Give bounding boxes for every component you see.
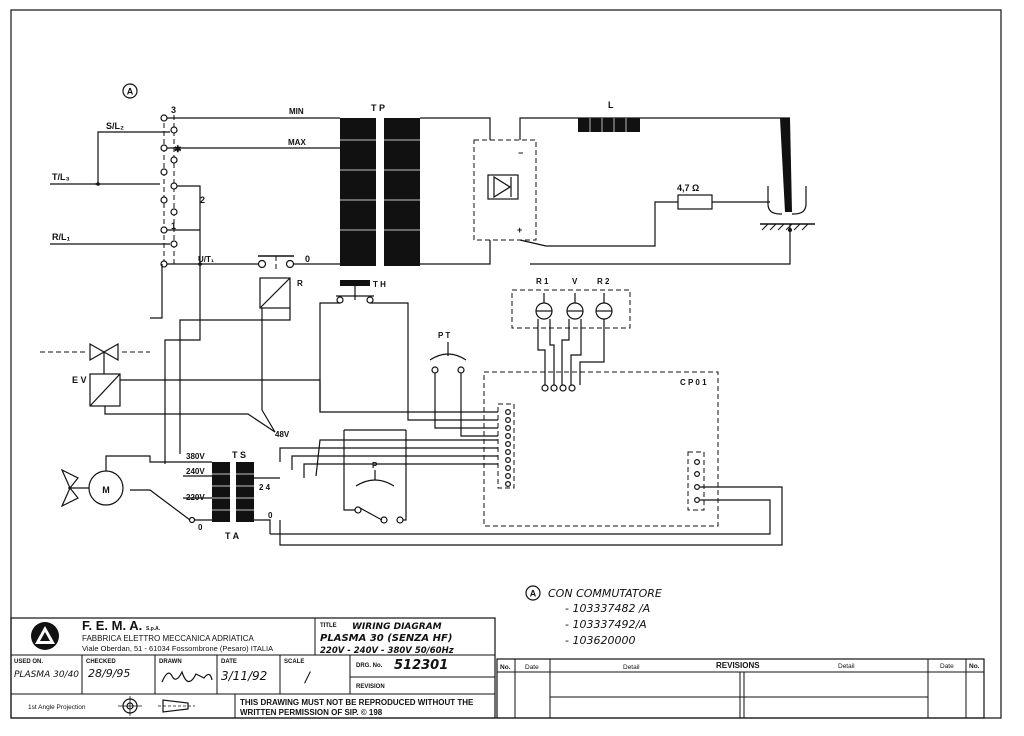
svg-text:−: − (518, 148, 523, 158)
rev-col-no-2: No. (969, 663, 980, 670)
fema-logo (31, 622, 59, 650)
svg-text:T S: T S (232, 450, 246, 460)
svg-text:P T: P T (438, 331, 450, 340)
used-on-value: PLASMA 30/40 (14, 670, 79, 680)
company-name: F. E. M. A. (82, 618, 142, 633)
solenoid-valve-ev: E V (40, 342, 321, 433)
svg-text:T P: T P (371, 103, 385, 113)
thermostat-th: T H (319, 280, 498, 421)
drawn-signature (161, 670, 213, 683)
svg-text:1: 1 (171, 221, 176, 231)
control-board-cp01: C P 0 1 (270, 371, 783, 546)
svg-text:R 1: R 1 (536, 277, 549, 286)
warning-line-2: WRITTEN PERMISSION OF SIP. © 198 (240, 708, 383, 717)
revisions-header: REVISIONS (716, 661, 760, 670)
rev-col-date: Date (525, 664, 539, 671)
svg-text:2 4: 2 4 (259, 483, 271, 492)
svg-text:R 2: R 2 (597, 277, 610, 286)
svg-text:4,7 Ω: 4,7 Ω (677, 183, 699, 193)
svg-text:MIN: MIN (289, 107, 304, 116)
svg-text:T A: T A (225, 531, 240, 541)
svg-text:P: P (372, 461, 378, 470)
svg-text:A: A (127, 87, 134, 97)
revisions-table: No. Date Detail REVISIONS Detail Date No… (496, 658, 985, 719)
rev-col-date-2: Date (940, 663, 954, 670)
svg-text:✱: ✱ (174, 144, 182, 154)
rev-col-detail-2: Detail (838, 663, 855, 670)
svg-text:MAX: MAX (288, 138, 306, 147)
title-line-2: PLASMA 30 (SENZA HF) (320, 633, 452, 644)
inductor-l: L (578, 100, 640, 132)
title-line-1: WIRING DIAGRAM (352, 622, 442, 632)
svg-text:- 103620000: - 103620000 (565, 634, 635, 647)
svg-text:R: R (297, 279, 303, 288)
scale-value: / (303, 670, 311, 686)
fan-motor: M (60, 455, 183, 508)
scale-label: SCALE (284, 659, 304, 665)
drawn-label: DRAWN (159, 659, 182, 665)
svg-text:E V: E V (72, 375, 87, 385)
company-suffix: S.p.A. (146, 626, 161, 632)
svg-text:A: A (530, 589, 537, 599)
resistor-4-7-ohm: 4,7 Ω (677, 183, 770, 210)
title-label: TITLE (320, 623, 337, 629)
rectifier-bridge: − + (473, 117, 790, 247)
potentiometers: R 1 V R 2 (511, 277, 631, 392)
company-full-name: FABBRICA ELETTRO MECCANICA ADRIATICA (82, 634, 255, 643)
svg-text:+: + (517, 225, 522, 235)
company-address: Viale Oberdan, 51 - 61034 Fossombrone (P… (82, 644, 273, 653)
svg-text:220V: 220V (186, 493, 205, 502)
svg-text:0: 0 (305, 254, 310, 264)
aux-transformer-ts: 380V 240V 220V T S T A 2 4 0 0 (130, 450, 280, 541)
svg-text:240V: 240V (186, 467, 205, 476)
svg-text:CON COMMUTATORE: CON COMMUTATORE (548, 587, 662, 600)
marker-a: A (122, 83, 138, 99)
svg-text:2: 2 (200, 195, 205, 205)
date-label: DATE (221, 659, 237, 665)
date-value: 3/11/92 (221, 669, 267, 683)
svg-text:S/L₂: S/L₂ (106, 121, 124, 131)
main-switch-p: P (343, 429, 407, 524)
projection-label: 1st Angle Projection (28, 704, 86, 711)
svg-text:- 103337492/A: - 103337492/A (565, 618, 647, 631)
svg-text:- 103337482 /A: - 103337482 /A (565, 602, 650, 615)
warning-line-1: THIS DRAWING MUST NOT BE REPRODUCED WITH… (240, 698, 474, 707)
rev-col-detail: Detail (623, 664, 640, 671)
plasma-torch (530, 118, 815, 265)
checked-label: CHECKED (86, 659, 116, 665)
svg-text:M: M (102, 485, 110, 495)
notes-block: A CON COMMUTATORE - 103337482 /A - 10333… (525, 585, 662, 647)
projection-symbol-icon (118, 696, 195, 716)
drg-value: 512301 (394, 658, 448, 673)
title-block: F. E. M. A. S.p.A. FABBRICA ELETTRO MECC… (10, 617, 496, 719)
svg-text:0: 0 (268, 511, 273, 520)
svg-text:U/T₁: U/T₁ (198, 255, 215, 264)
svg-text:V: V (572, 277, 578, 286)
power-transformer-tp: T P 0 (292, 103, 491, 266)
svg-text:L: L (608, 100, 614, 110)
pressure-switch-pt: P T (429, 331, 498, 437)
rev-col-no: No. (500, 664, 511, 671)
svg-text:380V: 380V (186, 452, 205, 461)
relay-wiring: 48V (150, 264, 498, 478)
svg-text:C P 0 1: C P 0 1 (680, 378, 707, 387)
drg-label: DRG. No. (356, 663, 383, 669)
revision-label: REVISION (356, 684, 385, 690)
svg-text:R/L₁: R/L₁ (52, 232, 70, 242)
checked-value: 28/9/95 (88, 667, 130, 680)
svg-text:0: 0 (198, 523, 203, 532)
svg-text:3: 3 (171, 105, 176, 115)
relay-r: R (257, 255, 303, 309)
svg-text:48V: 48V (275, 430, 290, 439)
supply-switch: S/L₂ T/L₃ R/L₁ 3 MIN ✱ MAX 2 1 U/T₁ (50, 105, 340, 268)
svg-text:T H: T H (373, 280, 386, 289)
title-line-3: 220V - 240V - 380V 50/60Hz (320, 646, 454, 656)
drawing-border (10, 9, 1002, 719)
svg-text:T/L₃: T/L₃ (52, 172, 70, 182)
used-on-label: USED ON. (14, 659, 43, 665)
